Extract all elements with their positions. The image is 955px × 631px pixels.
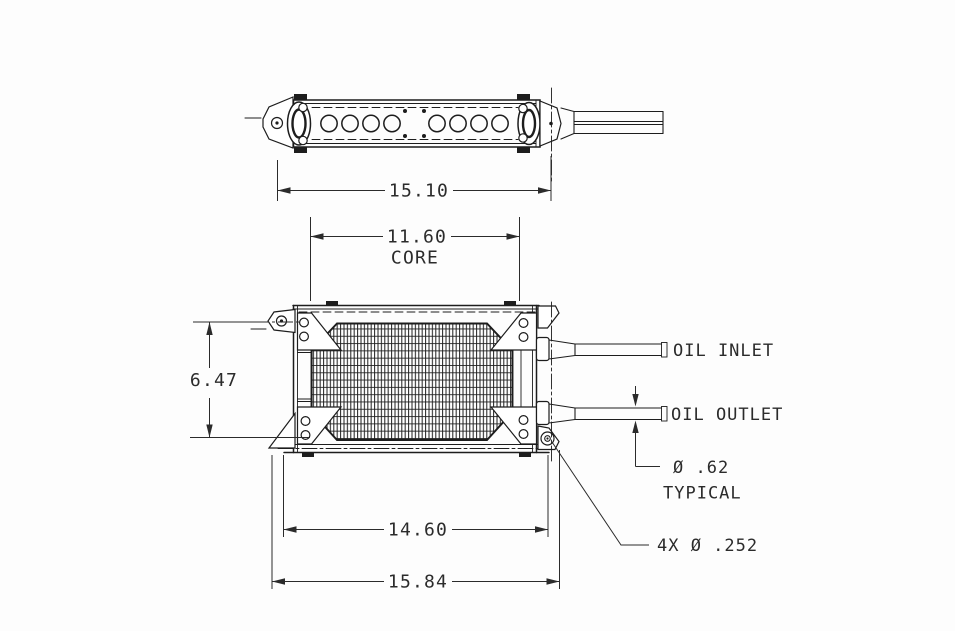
ear-top-right bbox=[537, 305, 560, 329]
dim-mount-width-text: 14.60 bbox=[388, 520, 448, 541]
mount-hole bbox=[299, 331, 310, 342]
dim-overall-width-text: 15.84 bbox=[388, 572, 448, 593]
screw-dot bbox=[422, 109, 426, 113]
front-view bbox=[250, 301, 668, 463]
vent-hole bbox=[491, 114, 509, 133]
callout-mount-holes: 4X Ø .252 bbox=[551, 441, 758, 556]
oil-inlet-tube bbox=[535, 336, 668, 362]
clamp-tab bbox=[326, 301, 338, 306]
mount-hole bbox=[300, 430, 311, 441]
callout-tube-diameter: Ø .62 TYPICAL bbox=[632, 386, 741, 504]
clamp-tab bbox=[519, 452, 531, 457]
mount-hole bbox=[518, 429, 529, 440]
dim-overall-width: 15.84 bbox=[271, 450, 560, 593]
clamp-tab bbox=[294, 147, 307, 153]
vent-hole bbox=[320, 114, 338, 133]
vent-hole bbox=[449, 114, 467, 133]
oil-outlet-tube bbox=[535, 400, 668, 426]
vent-hole bbox=[383, 114, 401, 133]
screw-dot bbox=[403, 134, 407, 138]
top-view bbox=[244, 87, 664, 183]
tube-diameter-note-text: TYPICAL bbox=[663, 484, 742, 504]
dim-height-text: 6.47 bbox=[190, 370, 238, 391]
screw-dot bbox=[403, 109, 407, 113]
core-label-text: CORE bbox=[391, 248, 439, 269]
dim-core-width: 11.60 CORE bbox=[310, 217, 520, 301]
vent-holes bbox=[320, 114, 509, 133]
mount-plate-top-right bbox=[489, 312, 538, 351]
clamp-tab bbox=[517, 94, 530, 100]
flange-bolt-hole bbox=[518, 133, 528, 143]
top-view-tubes bbox=[560, 107, 664, 140]
leader-line bbox=[551, 441, 649, 546]
ear-bottom-left bbox=[267, 411, 296, 449]
flange-bolt-hole bbox=[518, 103, 528, 114]
tube-diameter-text: Ø .62 bbox=[673, 458, 729, 478]
clamp-tab bbox=[504, 301, 516, 306]
clamp-tab bbox=[294, 94, 307, 100]
vent-hole bbox=[341, 114, 359, 133]
dim-overall-top-text: 15.10 bbox=[389, 181, 449, 202]
vent-hole bbox=[362, 114, 380, 133]
mount-hole bbox=[299, 317, 310, 328]
mount-holes-text: 4X Ø .252 bbox=[657, 536, 758, 556]
vent-hole bbox=[470, 114, 488, 133]
mount-hole bbox=[518, 332, 529, 343]
oil-outlet-label: OIL OUTLET bbox=[671, 405, 783, 425]
dim-height: 6.47 bbox=[190, 321, 310, 438]
dim-core-width-text: 11.60 bbox=[387, 227, 447, 248]
dim-overall-top: 15.10 bbox=[277, 156, 552, 202]
right-flange-port bbox=[521, 108, 537, 139]
clamp-tab bbox=[302, 452, 314, 457]
mount-hole bbox=[518, 415, 529, 426]
core-mesh bbox=[310, 322, 514, 441]
clamp-tab bbox=[517, 147, 530, 153]
screw-dot bbox=[422, 134, 426, 138]
oil-inlet-label: OIL INLET bbox=[673, 341, 774, 361]
vent-hole bbox=[428, 114, 446, 133]
dim-mount-width: 14.60 bbox=[283, 455, 549, 541]
mount-hole bbox=[518, 318, 529, 329]
flange-bolt-hole bbox=[298, 135, 308, 146]
left-flange bbox=[286, 101, 312, 146]
flange-bolt-hole bbox=[298, 102, 308, 113]
mount-hole bbox=[300, 416, 311, 427]
